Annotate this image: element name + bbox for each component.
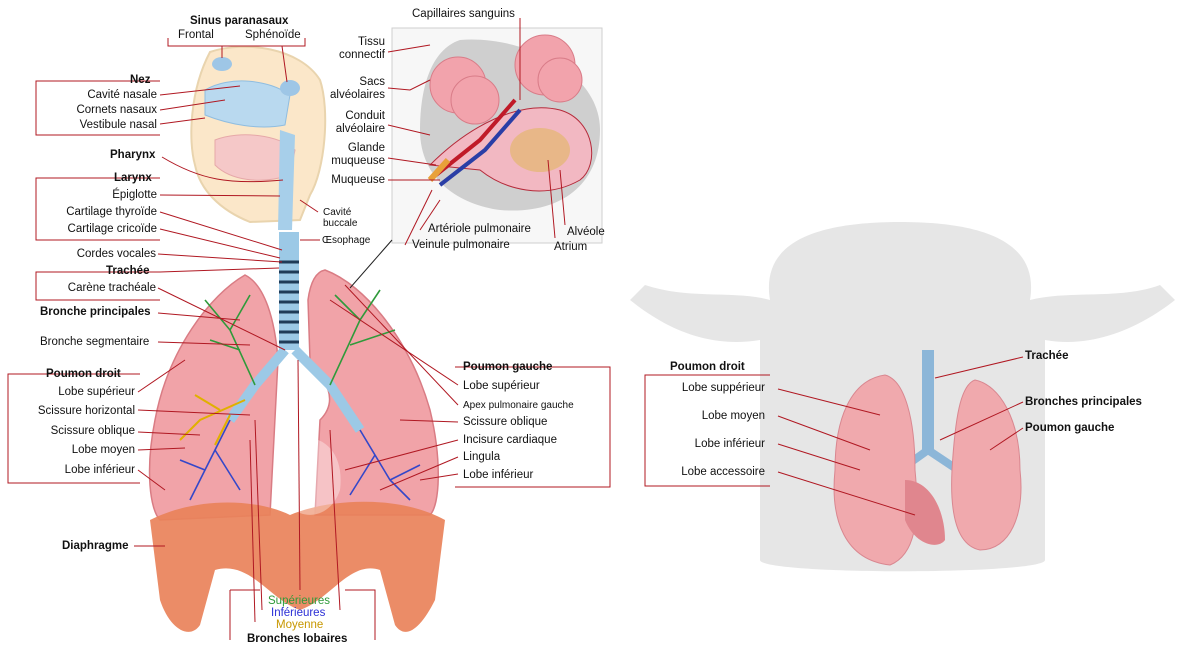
lobar-title: Bronches lobaires	[247, 633, 347, 646]
mouse-right-lung-item-1: Lobe suppérieur	[682, 382, 765, 395]
venule-label: Veinule pulmonaire	[412, 239, 510, 252]
sacs-label-2: alvéolaires	[330, 89, 385, 102]
capillaries-label: Capillaires sanguins	[412, 8, 515, 21]
left-lung-item-5: Lingula	[463, 451, 500, 464]
lobar-middle-label: Moyenne	[276, 619, 323, 632]
arteriole-label: Artériole pulmonaire	[428, 223, 531, 236]
nasal-cavity	[205, 81, 290, 127]
left-lung-title: Poumon gauche	[463, 361, 552, 374]
gland-label-2: muqueuse	[331, 155, 385, 168]
nose-item-2: Cornets nasaux	[76, 104, 157, 117]
atrium-label: Atrium	[554, 241, 587, 254]
mucosa-label: Muqueuse	[331, 174, 385, 187]
mouse-main-bronchi-label: Bronches principales	[1025, 396, 1142, 409]
left-lung-item-6: Lobe inférieur	[463, 469, 533, 482]
larynx-title: Larynx	[114, 172, 152, 185]
nose-item-3: Vestibule nasal	[80, 119, 157, 132]
segmental-bronchus-label: Bronche segmentaire	[40, 336, 149, 349]
left-lung-item-4: Incisure cardiaque	[463, 434, 557, 447]
sinus-title: Sinus paranasaux	[190, 15, 288, 28]
left-lung-item-1: Lobe supérieur	[463, 380, 540, 393]
mouse-trachea-label: Trachée	[1025, 350, 1068, 363]
mouth-label-line2: buccale	[323, 217, 357, 230]
mouse-trachea	[922, 350, 934, 450]
alveolus-label: Alvéole	[567, 226, 605, 239]
mouse-right-lung-item-3: Lobe inférieur	[695, 438, 765, 451]
larynx-item-3: Cartilage cricoïde	[68, 223, 157, 236]
larynx-item-1: Épiglotte	[112, 189, 157, 202]
sphenoid-sinus	[280, 80, 300, 96]
right-lung-item-2: Scissure horizontal	[38, 405, 135, 418]
left-lung-item-2: Apex pulmonaire gauche	[463, 399, 574, 412]
duct-label-1: Conduit	[345, 110, 385, 123]
right-lung-item-5: Lobe inférieur	[65, 464, 135, 477]
vocal-cords-label: Cordes vocales	[77, 248, 156, 261]
mouse-right-lung-item-4: Lobe accessoire	[681, 466, 765, 479]
nose-item-1: Cavité nasale	[87, 89, 157, 102]
frontal-sinus	[212, 57, 232, 71]
mouse-right-lung-item-2: Lobe moyen	[702, 410, 765, 423]
sacs-label-1: Sacs	[359, 76, 385, 89]
esophagus-label: Œsophage	[322, 234, 370, 247]
connective-label-2: connectif	[339, 49, 385, 62]
diaphragm-label: Diaphragme	[62, 540, 128, 553]
sphenoid-label: Sphénoïde	[245, 29, 301, 42]
pharynx-label: Pharynx	[110, 149, 155, 162]
right-lung-item-4: Lobe moyen	[72, 444, 135, 457]
right-lung-item-3: Scissure oblique	[51, 425, 135, 438]
larynx-item-2: Cartilage thyroïde	[66, 206, 157, 219]
alveoli-inset	[392, 28, 602, 243]
carina-label: Carène trachéale	[68, 282, 156, 295]
trachea-title: Trachée	[106, 265, 149, 278]
main-bronchi-label: Bronche principales	[40, 306, 151, 319]
frontal-label: Frontal	[178, 29, 214, 42]
mouse-right-lung-title: Poumon droit	[670, 361, 745, 374]
mouse-left-lung-label: Poumon gauche	[1025, 422, 1114, 435]
right-lung-title: Poumon droit	[46, 368, 121, 381]
right-lung-item-1: Lobe supérieur	[58, 386, 135, 399]
gland-label-1: Glande	[348, 142, 385, 155]
nose-title: Nez	[130, 74, 150, 87]
left-lung-item-3: Scissure oblique	[463, 416, 547, 429]
duct-label-2: alvéolaire	[336, 123, 385, 136]
connective-label-1: Tissu	[358, 36, 385, 49]
